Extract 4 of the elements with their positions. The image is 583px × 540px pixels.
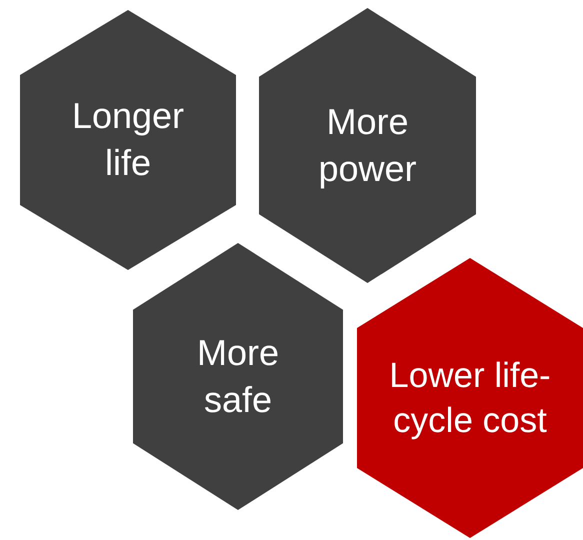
tile-label: More power bbox=[317, 100, 418, 190]
tile-label: Longer life bbox=[70, 94, 186, 185]
tile-label: More safe bbox=[196, 330, 280, 422]
tile-label: Lower life-cycle cost bbox=[388, 354, 552, 442]
